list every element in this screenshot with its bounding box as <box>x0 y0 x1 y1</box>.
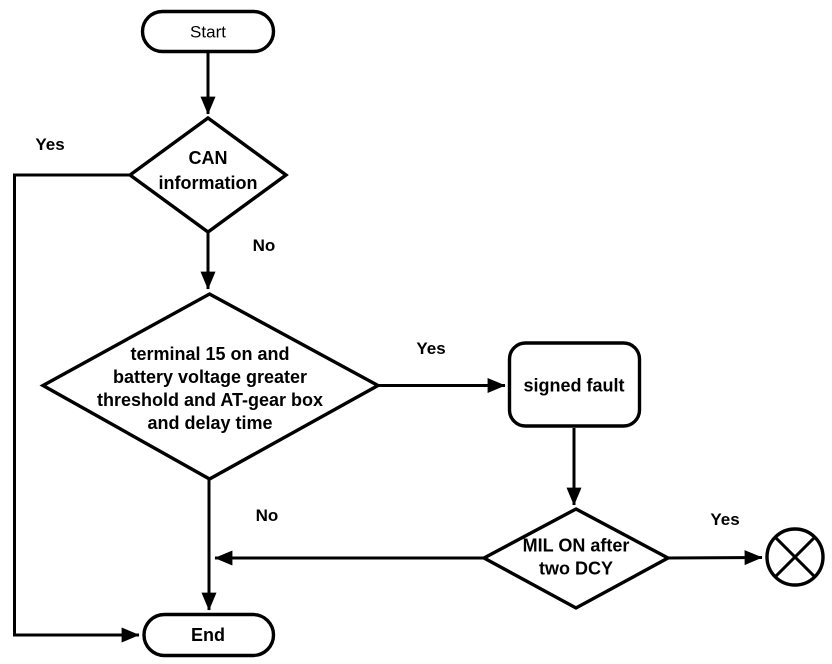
crossed-circle-x-icon <box>774 536 816 578</box>
mil-decision-label-line2: two DCY <box>539 559 613 579</box>
can-decision-label-line2: information <box>159 173 258 193</box>
condition-decision-label-line2: battery voltage greater <box>113 367 307 387</box>
signed-fault-label: signed fault <box>523 376 624 396</box>
edge-label-condition-yes: Yes <box>416 339 445 358</box>
mil-decision-label-line1: MIL ON after <box>523 536 630 556</box>
start-label: Start <box>190 23 226 42</box>
condition-decision-diamond <box>39 292 382 481</box>
start-terminator <box>140 9 276 54</box>
end-terminator <box>142 612 276 658</box>
end-label: End <box>191 625 225 645</box>
edge-mil-yes-to-terminator <box>667 550 763 566</box>
signed-fault-process-box <box>507 341 642 428</box>
edge-label-can-no: No <box>253 236 276 255</box>
condition-decision-label-line3: threshold and AT-gear box <box>97 390 323 410</box>
mil-decision-diamond <box>480 507 672 610</box>
edge-label-can-yes: Yes <box>35 135 64 154</box>
edge-label-condition-no: No <box>256 506 279 525</box>
can-decision-label-line1: CAN <box>189 148 228 168</box>
condition-decision-label-line1: terminal 15 on and <box>130 344 289 364</box>
edge-can-yes-to-end <box>13 173 140 643</box>
condition-decision-label-line4: and delay time <box>147 413 272 433</box>
can-decision-diamond <box>127 115 289 235</box>
edge-label-mil-yes: Yes <box>710 510 739 529</box>
